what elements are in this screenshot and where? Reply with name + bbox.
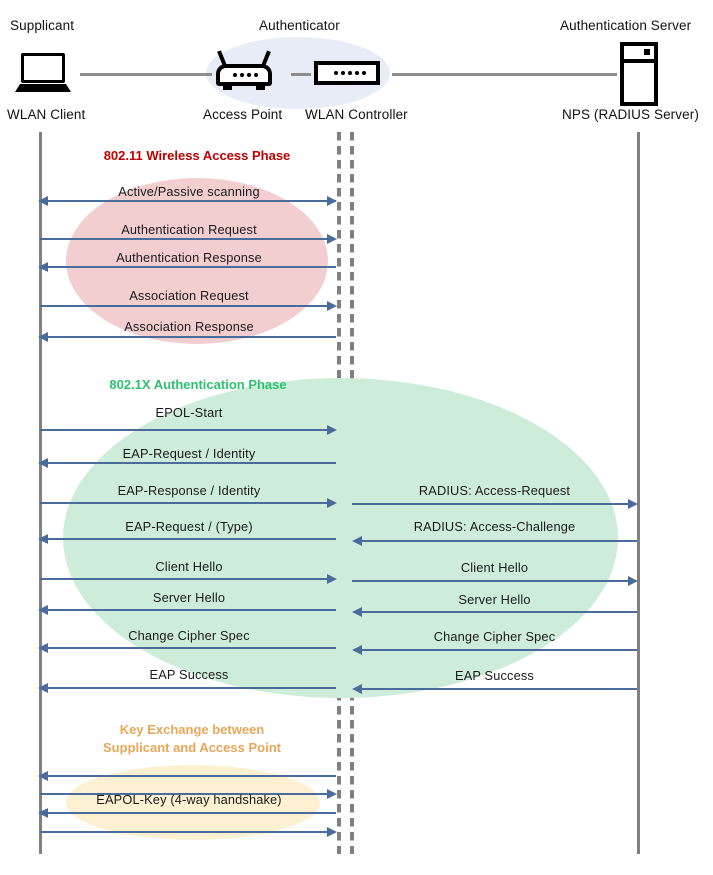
message-line [360,649,637,651]
message-line [46,462,336,464]
arrow-head-right-icon [628,576,638,586]
message-line [40,429,335,431]
message-line [352,580,634,582]
arrow-head-left-icon [352,645,362,655]
arrow-head-right-icon [327,301,337,311]
phase-title-key-exchange-line1: Key Exchange between [119,722,265,737]
arrow-head-right-icon [327,196,337,206]
actor-role-supplicant: Supplicant [10,18,75,33]
message-line [46,775,336,777]
arrow-head-right-icon [327,498,337,508]
message-label-authentication-response: Authentication Response [116,250,262,265]
server-icon [620,42,658,106]
message-line [360,611,637,613]
arrow-head-left-icon [38,771,48,781]
message-label-client-hello-left: Client Hello [155,559,223,574]
message-line [40,305,335,307]
arrow-head-right-icon [327,789,337,799]
phase-blob-80211 [66,178,328,344]
device-label-wlan-client: WLAN Client [7,107,86,122]
message-label-radius-access-challenge: RADIUS: Access-Challenge [413,519,576,534]
arrow-head-right-icon [327,425,337,435]
lifeline-supplicant [39,132,42,854]
message-line [46,266,336,268]
message-label-server-hello-right: Server Hello [458,592,531,607]
message-label-radius-access-request: RADIUS: Access-Request [418,483,571,498]
lifeline-auth-server [637,132,640,854]
message-line [46,538,336,540]
arrow-head-left-icon [38,332,48,342]
message-line [46,200,336,202]
message-line [360,688,637,690]
wire-controller-to-server [392,73,617,76]
message-label-eap-response-identity: EAP-Response / Identity [117,483,261,498]
message-label-server-hello-left: Server Hello [152,590,226,605]
arrow-head-left-icon [38,534,48,544]
message-line [40,793,335,795]
wire-client-to-ap [80,73,212,76]
message-line [40,578,335,580]
message-label-eap-request-identity: EAP-Request / Identity [122,446,256,461]
message-line [46,609,336,611]
arrow-head-left-icon [38,196,48,206]
message-label-active-passive-scanning: Active/Passive scanning [118,184,260,199]
message-label-eap-success-left: EAP Success [149,667,229,682]
arrow-head-left-icon [38,458,48,468]
message-line [46,336,336,338]
message-label-change-cipher-spec-right: Change Cipher Spec [433,629,556,644]
arrow-head-left-icon [38,808,48,818]
laptop-icon [15,53,71,93]
message-line [46,647,336,649]
message-label-change-cipher-spec-left: Change Cipher Spec [128,628,250,643]
message-label-eap-success-right: EAP Success [455,668,534,683]
arrow-head-right-icon [327,827,337,837]
message-line [360,540,637,542]
arrow-head-left-icon [38,262,48,272]
arrow-head-right-icon [327,234,337,244]
wlan-controller-icon [314,61,380,85]
arrow-head-right-icon [327,574,337,584]
message-line [40,831,335,833]
message-line [46,687,336,689]
arrow-head-left-icon [38,643,48,653]
message-label-eap-request-type: EAP-Request / (Type) [125,519,253,534]
arrow-head-left-icon [38,683,48,693]
access-point-icon [216,50,272,92]
message-label-eapol-start: EPOL-Start [155,405,223,420]
device-label-wlan-controller: WLAN Controller [305,107,408,122]
arrow-head-left-icon [352,536,362,546]
message-label-association-response: Association Response [124,319,254,334]
arrow-head-right-icon [628,499,638,509]
message-line [46,812,336,814]
wire-ap-to-controller [291,73,311,76]
device-label-nps: NPS (RADIUS Server) [562,107,699,122]
message-label-authentication-request: Authentication Request [121,222,257,237]
actor-role-authenticator: Authenticator [259,18,340,33]
actor-role-authentication-server: Authentication Server [560,18,692,33]
device-label-access-point: Access Point [203,107,283,122]
phase-title-key-exchange-line2: Supplicant and Access Point [103,740,281,755]
message-label-eapol-key-4way: EAPOL-Key (4-way handshake) [96,792,282,807]
arrow-head-left-icon [352,607,362,617]
message-line [352,503,634,505]
message-line [40,238,335,240]
arrow-head-left-icon [38,605,48,615]
phase-blob-key-exchange [66,765,320,840]
message-label-client-hello-right: Client Hello [460,560,529,575]
arrow-head-left-icon [352,684,362,694]
phase-title-8021x: 802.1X Authentication Phase [109,377,287,392]
message-line [40,502,335,504]
phase-title-80211: 802.11 Wireless Access Phase [103,148,291,163]
message-label-association-request: Association Request [129,288,249,303]
